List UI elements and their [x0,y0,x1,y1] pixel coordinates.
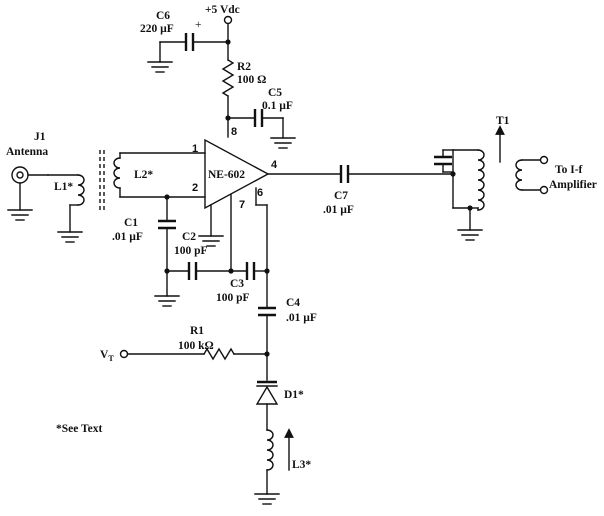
pin-4-label: 4 [271,159,278,171]
c6-plus: + [195,19,202,31]
r1-name: R1 [190,325,204,337]
c3-name: C3 [230,278,244,290]
svg-text:To I-f: To I-f [555,164,583,176]
supply-rail: +5 Vdc [205,4,240,61]
transformer-t1: T1 [434,115,549,241]
capacitor-c4: C4 .01 µF [258,297,317,381]
inductor-l3: L3* [254,428,311,505]
transformer-core [99,150,105,210]
l3-name: L3* [292,459,311,471]
t1-name: T1 [496,115,510,127]
c5-value: 0.1 µF [262,100,293,112]
ic-label: NE-602 [208,169,245,181]
pin-1-label: 1 [192,143,198,155]
capacitor-c1: C1 .01 µF [112,196,180,307]
resistor-r2: R2 100 Ω [221,59,266,138]
r1-value: 100 kΩ [178,340,214,352]
r2-value: 100 Ω [237,74,266,86]
c4-name: C4 [286,297,300,309]
j1-name: J1 [34,131,46,143]
l1-name: L1* [54,181,73,193]
inductor-l2: L2* [113,152,206,200]
pin7-ground [198,204,224,247]
diode-d1: D1* [255,380,304,431]
capacitor-c5: C5 0.1 µF [227,87,296,149]
c7-name: C7 [334,190,348,202]
c2-value: 100 pF [174,245,208,257]
capacitor-c7: C7 .01 µF [267,165,456,216]
ic-ne602: NE-602 8 1 2 4 6 7 [192,126,278,211]
d1-name: D1* [284,389,304,401]
c1-value: .01 µF [112,231,143,243]
j1-label: Antenna [6,146,48,158]
supply-label: +5 Vdc [205,4,240,16]
vt-label: VT [100,349,114,363]
c2-name: C2 [182,231,196,243]
see-text-note: *See Text [56,423,102,435]
c5-name: C5 [268,87,282,99]
c1-name: C1 [124,217,138,229]
c3-value: 100 pF [216,292,250,304]
capacitor-c6: + C6 220 µF [140,10,229,73]
svg-text:Amplifier: Amplifier [549,179,597,191]
l2-name: L2* [134,169,153,181]
inductor-l1: L1* [47,174,85,243]
if-amplifier-label: To I-f Amplifier [549,164,597,191]
c4-value: .01 µF [286,312,317,324]
pin-6-label: 6 [257,187,263,199]
capacitor-c2: C2 100 pF [166,231,247,280]
pin-8-label: 8 [231,126,237,138]
pin-7-label: 7 [239,199,245,211]
antenna-connector-j1: J1 Antenna [6,131,49,221]
pin6-lead [255,187,268,308]
c7-value: .01 µF [323,204,354,216]
resistor-r1: R1 100 kΩ VT [100,325,268,363]
pin-2-label: 2 [192,182,198,194]
c6-name: C6 [156,10,170,22]
r2-name: R2 [237,61,251,73]
c6-value: 220 µF [140,23,174,35]
capacitor-c3: C3 100 pF [216,262,270,304]
